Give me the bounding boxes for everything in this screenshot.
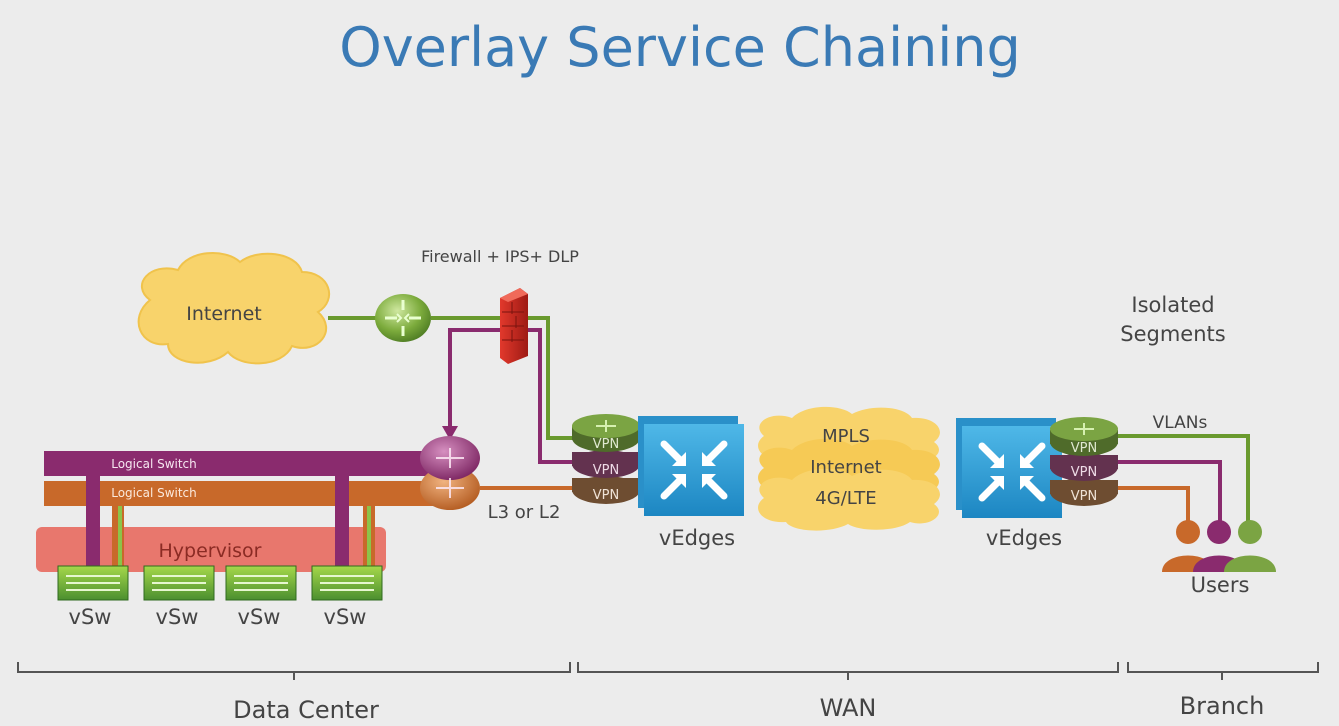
logical-switch-orange — [44, 481, 444, 506]
logical-switch-label-1: Logical Switch — [111, 457, 197, 471]
section-label: Data Center — [233, 696, 379, 724]
green-path-branch — [1118, 434, 1250, 522]
vedges-label-left: vEdges — [659, 526, 735, 550]
firewall-label: Firewall + IPS+ DLP — [421, 247, 579, 266]
vswitch-label: vSw — [238, 605, 281, 629]
section-label: Branch — [1180, 692, 1265, 720]
wan-link-label: Internet — [810, 457, 881, 478]
vlans-label: VLANs — [1153, 413, 1208, 433]
vswitch-label: vSw — [324, 605, 367, 629]
section-label: WAN — [820, 694, 877, 722]
logical-switch-purple — [44, 451, 444, 476]
vpn-label: VPN — [593, 488, 619, 503]
wan-link-label: MPLS — [822, 426, 870, 447]
vedge-router-icon — [956, 418, 1062, 518]
dc-router-icon — [420, 436, 480, 510]
orange-path-branch — [1118, 486, 1190, 522]
vpn-label: VPN — [1071, 441, 1097, 456]
vswitch-label: vSw — [69, 605, 112, 629]
isolated-segments-label: Isolated — [1131, 293, 1214, 317]
vpn-stack-right — [1050, 417, 1118, 506]
vswitch-icon — [57, 565, 129, 601]
internet-router-icon — [375, 294, 431, 342]
page-title: Overlay Service Chaining — [339, 16, 1021, 79]
vpn-label: VPN — [593, 463, 619, 478]
l3-l2-label: L3 or L2 — [488, 502, 561, 523]
vedge-router-icon — [638, 416, 744, 516]
vedges-label-right: vEdges — [986, 526, 1062, 550]
vswitch-icon — [311, 565, 383, 601]
section-brackets — [17, 662, 1319, 680]
vswitch-icon — [225, 565, 297, 601]
user-icon — [1224, 520, 1276, 572]
isolated-segments-label: Segments — [1120, 322, 1225, 346]
purple-path-branch — [1118, 460, 1222, 522]
wan-cloud-lte — [758, 468, 940, 531]
vswitch-label: vSw — [156, 605, 199, 629]
green-path-dc — [431, 316, 580, 440]
hypervisor-label: Hypervisor — [159, 540, 262, 562]
users-label: Users — [1191, 573, 1250, 597]
vswitch-group — [57, 565, 383, 601]
vpn-label: VPN — [593, 437, 619, 452]
vpn-stack-left — [572, 414, 640, 504]
internet-cloud-label: Internet — [186, 303, 261, 325]
vpn-label: VPN — [1071, 489, 1097, 504]
internet-cloud: Internet — [137, 251, 330, 365]
firewall-icon — [500, 288, 528, 364]
vm-pipes — [86, 476, 375, 568]
purple-arrow-icon — [442, 426, 458, 440]
vpn-label: VPN — [1071, 465, 1097, 480]
vswitch-icon — [143, 565, 215, 601]
purple-path-dc — [448, 328, 580, 464]
logical-switch-label-2: Logical Switch — [111, 486, 197, 500]
wan-link-label: 4G/LTE — [815, 488, 876, 509]
